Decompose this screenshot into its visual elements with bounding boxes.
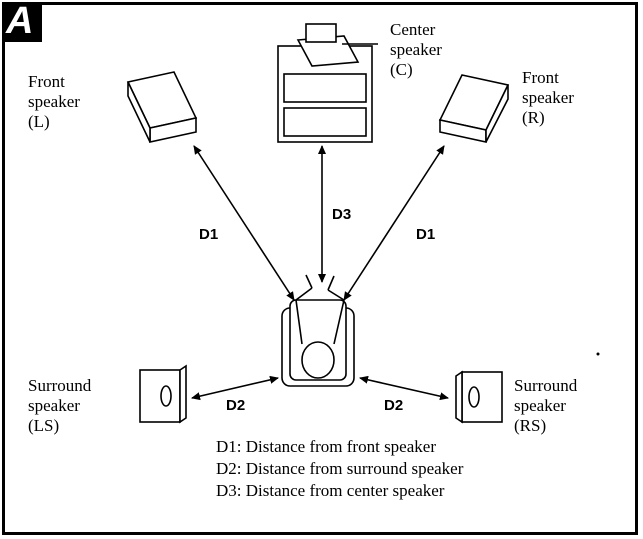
d2-left-arrow bbox=[191, 375, 279, 401]
d2-left-label: D2 bbox=[226, 397, 246, 414]
center-speaker-label: Center speaker (C) bbox=[390, 20, 442, 79]
d1-left-label: D1 bbox=[199, 226, 219, 243]
front-right-speaker-icon bbox=[438, 74, 510, 143]
legend-d2: D2: Distance from surround speaker bbox=[216, 459, 464, 478]
surround-left-speaker-icon bbox=[139, 364, 187, 424]
d3-label: D3 bbox=[332, 206, 352, 223]
front-left-speaker-label: Front speaker (L) bbox=[28, 72, 80, 131]
d2-right-arrow bbox=[359, 375, 449, 401]
front-right-speaker-label: Front speaker (R) bbox=[522, 68, 574, 127]
section-badge: A bbox=[2, 0, 42, 42]
distance-legend: D1: Distance from front speaker D2: Dist… bbox=[216, 436, 463, 502]
d2-right-label: D2 bbox=[384, 397, 404, 414]
d1-left-arrow bbox=[193, 145, 295, 301]
center-speaker-icon bbox=[277, 23, 378, 143]
surround-left-speaker-label: Surround speaker (LS) bbox=[28, 376, 92, 435]
front-left-speaker-icon bbox=[126, 71, 198, 143]
badge-letter: A bbox=[6, 0, 34, 42]
d1-right-arrow bbox=[343, 145, 445, 301]
diagram-frame bbox=[2, 2, 638, 535]
surround-right-speaker-icon bbox=[455, 370, 503, 424]
surround-right-speaker-label: Surround speaker (RS) bbox=[514, 376, 578, 435]
d1-right-label: D1 bbox=[416, 226, 436, 243]
legend-d3: D3: Distance from center speaker bbox=[216, 481, 445, 500]
listener-icon bbox=[281, 274, 355, 387]
legend-d1: D1: Distance from front speaker bbox=[216, 437, 436, 456]
